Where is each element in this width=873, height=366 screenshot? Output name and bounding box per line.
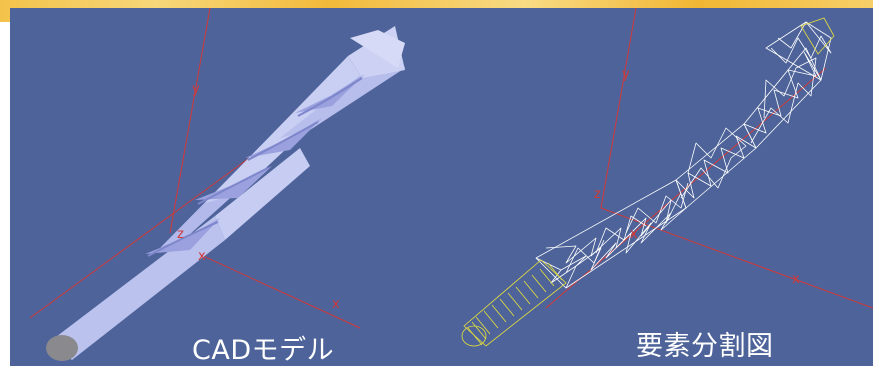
x-axis-line <box>600 207 873 309</box>
shank-mesh <box>461 259 567 347</box>
y-axis-label: y <box>192 82 200 97</box>
z-axis-label: z <box>177 227 184 242</box>
y-axis-line <box>169 8 211 234</box>
cad-model-caption: CADモデル <box>192 335 335 366</box>
y-axis-label: y <box>622 67 630 82</box>
mesh-wireframe <box>535 21 832 289</box>
tip-highlight <box>800 17 835 55</box>
x-axis-label-far: x <box>332 297 340 312</box>
z-axis-label: z <box>594 187 601 202</box>
cad-model-view: y z x x <box>29 8 405 361</box>
shank-end-cap <box>46 335 78 361</box>
mesh-division-panel: y z x x 要素分割図 <box>426 8 873 366</box>
cad-model-panel: y z x x CADモデル <box>10 8 440 366</box>
x-axis-label-near: x <box>198 249 206 264</box>
mesh-division-caption: 要素分割図 <box>636 331 774 362</box>
x-axis-line <box>174 242 361 329</box>
y-axis-line <box>600 8 637 209</box>
z-axis-line <box>545 67 827 309</box>
drill-body <box>46 26 405 361</box>
x-axis-label-far: x <box>792 272 800 287</box>
x-axis-label-near: x <box>630 227 638 242</box>
mesh-division-view: y z x x <box>461 8 873 347</box>
